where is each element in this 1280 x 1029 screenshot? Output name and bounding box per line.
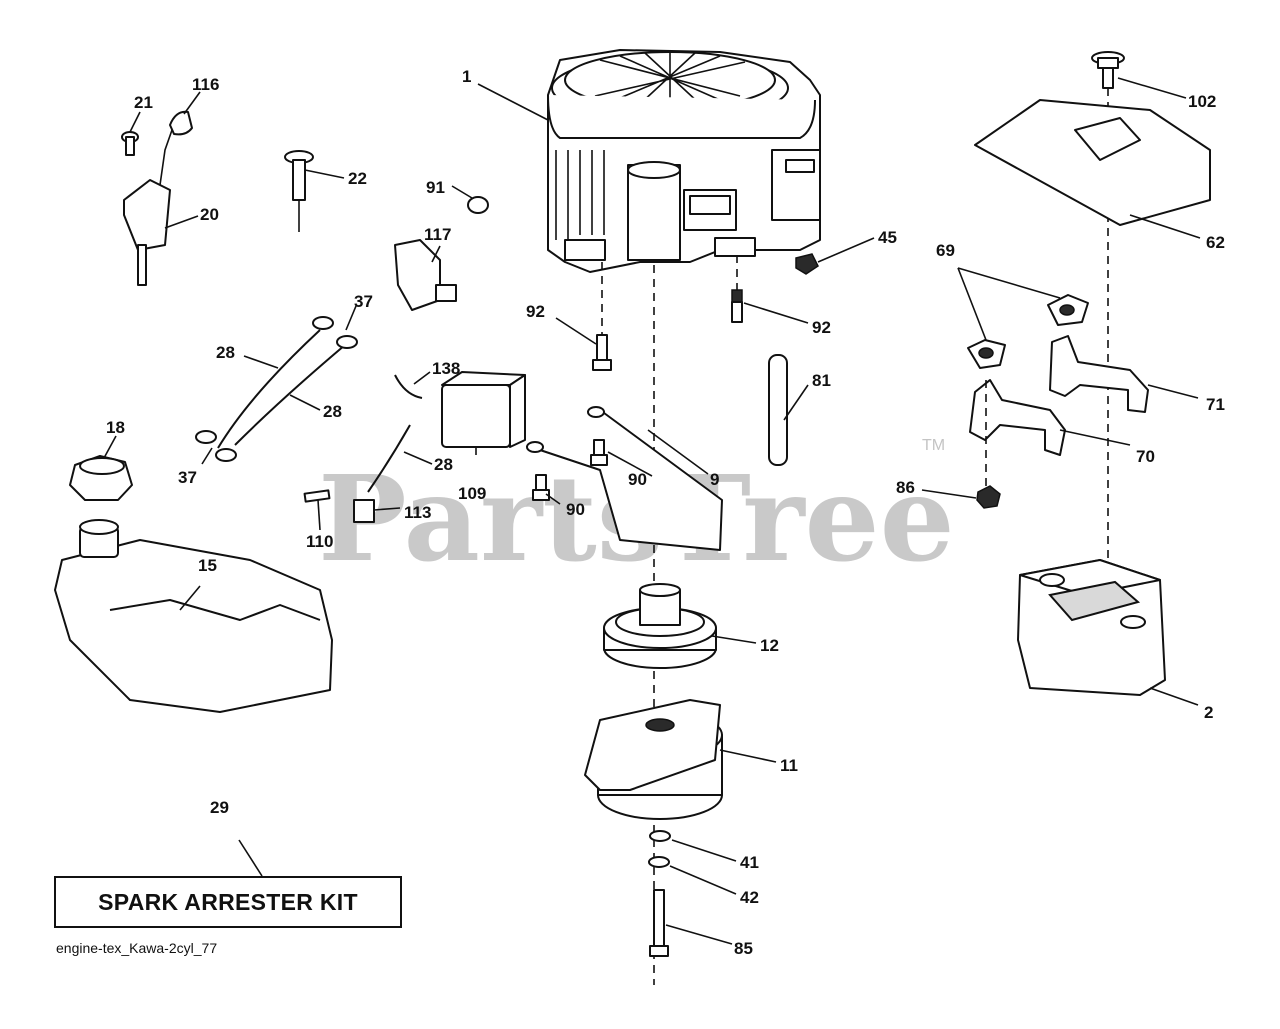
bolt-85[interactable]	[649, 889, 669, 957]
exhaust-pipe-71[interactable]	[1049, 335, 1149, 413]
callout-labels: 1 2 9 11 12 15 18 20 21 22 28 28 28 29 3…	[106, 67, 1225, 958]
callout-91[interactable]: 91	[426, 178, 445, 197]
callout-15[interactable]: 15	[198, 556, 217, 575]
callout-109[interactable]: 109	[458, 484, 486, 503]
callout-62[interactable]: 62	[1206, 233, 1225, 252]
rod-9[interactable]	[526, 406, 723, 551]
callout-90-a[interactable]: 90	[628, 470, 647, 489]
fuel-valve-117[interactable]	[394, 239, 457, 311]
bolt-90-a[interactable]	[590, 439, 608, 466]
callout-92-a[interactable]: 92	[526, 302, 545, 321]
hose-138[interactable]	[394, 374, 423, 399]
callout-42[interactable]: 42	[740, 888, 759, 907]
callout-86[interactable]: 86	[896, 478, 915, 497]
callout-1[interactable]: 1	[462, 67, 471, 86]
screw-21[interactable]	[121, 131, 139, 156]
callout-69[interactable]: 69	[936, 241, 955, 260]
callout-45[interactable]: 45	[878, 228, 897, 247]
fitting-113[interactable]	[353, 499, 375, 523]
callout-18[interactable]: 18	[106, 418, 125, 437]
diagram-code: engine-tex_Kawa-2cyl_77	[56, 940, 218, 956]
knob-102[interactable]	[1091, 51, 1125, 89]
spark-arrester-kit-box[interactable]: SPARK ARRESTER KIT	[54, 876, 402, 928]
fuel-filter-109[interactable]	[441, 371, 526, 448]
callout-37-b[interactable]: 37	[178, 468, 197, 487]
callout-21[interactable]: 21	[134, 93, 153, 112]
heat-shield-62[interactable]	[974, 99, 1211, 226]
callout-28-c[interactable]: 28	[434, 455, 453, 474]
engine-assembly[interactable]	[547, 49, 821, 273]
fuel-hose-28a[interactable]	[217, 329, 321, 449]
knob-22[interactable]	[284, 150, 314, 232]
callout-116[interactable]: 116	[192, 75, 219, 94]
throttle-control-20[interactable]	[123, 129, 173, 286]
callout-28-a[interactable]: 28	[216, 343, 235, 362]
callout-12[interactable]: 12	[760, 636, 779, 655]
callout-28-b[interactable]: 28	[323, 402, 342, 421]
leader-lines	[103, 77, 1201, 945]
callout-85[interactable]: 85	[734, 939, 753, 958]
watermark-trademark: TM	[922, 437, 945, 454]
callout-70[interactable]: 70	[1136, 447, 1155, 466]
gasket-69a[interactable]	[967, 339, 1006, 369]
callout-20[interactable]: 20	[200, 205, 219, 224]
gasket-69b[interactable]	[1047, 294, 1089, 326]
fuel-hose-28c[interactable]	[367, 424, 411, 493]
fitting-110[interactable]	[303, 489, 331, 503]
nut-45[interactable]	[795, 253, 819, 275]
grommet-91[interactable]	[467, 196, 489, 214]
fuel-cap-18[interactable]	[69, 455, 133, 501]
callout-11[interactable]: 11	[780, 756, 798, 775]
callout-41[interactable]: 41	[740, 853, 759, 872]
fuel-tank-15[interactable]	[54, 519, 333, 713]
bolt-90-b[interactable]	[532, 474, 550, 501]
knob-116[interactable]	[169, 110, 193, 136]
muffler-2[interactable]	[1017, 559, 1166, 696]
nut-86[interactable]	[976, 485, 1001, 509]
clutch-11[interactable]	[584, 699, 723, 820]
tube-81[interactable]	[768, 354, 788, 466]
hose-clamp-37a[interactable]	[312, 316, 358, 349]
washer-41[interactable]	[649, 830, 671, 842]
callout-71[interactable]: 71	[1206, 395, 1225, 414]
callout-113[interactable]: 113	[404, 503, 431, 522]
callout-81[interactable]: 81	[812, 371, 831, 390]
callout-9[interactable]: 9	[710, 470, 719, 489]
exhaust-pipe-70[interactable]	[969, 379, 1066, 456]
callout-102[interactable]: 102	[1188, 92, 1216, 111]
bolt-92-right[interactable]	[731, 289, 743, 323]
callout-2[interactable]: 2	[1204, 703, 1213, 722]
callout-92-b[interactable]: 92	[812, 318, 831, 337]
callout-117[interactable]: 117	[424, 225, 451, 244]
pulley-12[interactable]	[603, 583, 717, 669]
spark-arrester-kit-label: SPARK ARRESTER KIT	[98, 888, 358, 915]
callout-138[interactable]: 138	[432, 359, 460, 378]
callout-90-b[interactable]: 90	[566, 500, 585, 519]
washer-42[interactable]	[648, 856, 670, 868]
callout-22[interactable]: 22	[348, 169, 367, 188]
callout-29[interactable]: 29	[210, 798, 229, 817]
hose-clamp-37b[interactable]	[195, 430, 237, 462]
callout-110[interactable]: 110	[306, 532, 333, 551]
callout-37-a[interactable]: 37	[354, 292, 373, 311]
bolt-92-left[interactable]	[592, 334, 612, 371]
